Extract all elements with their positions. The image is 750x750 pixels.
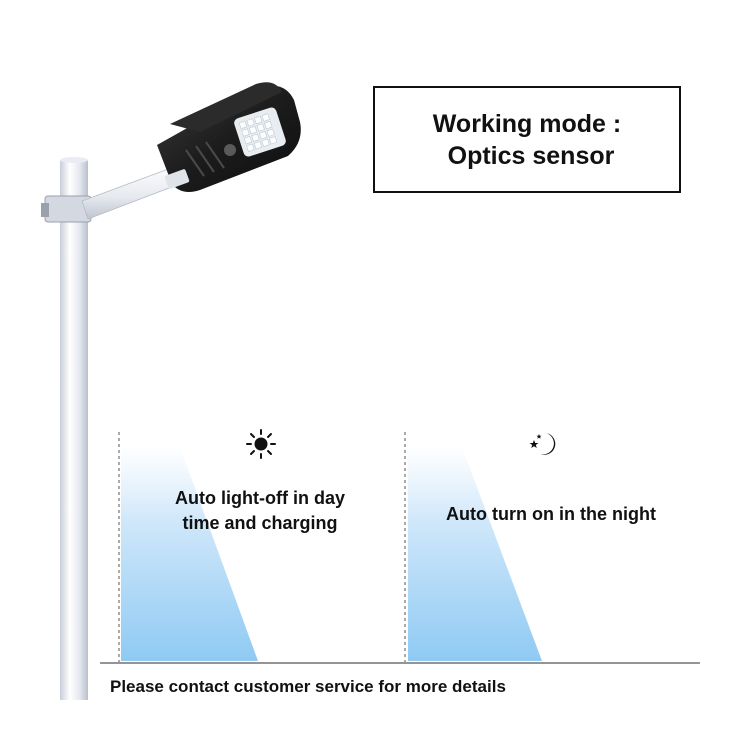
day-caption-line1: Auto light-off in day [175,488,345,508]
solar-street-lamp [157,82,301,192]
light-beams [121,447,542,661]
working-mode-title: Working mode : [432,109,622,138]
day-caption-line2: time and charging [182,513,338,533]
working-mode-box: Working mode : Optics sensor [373,86,681,193]
night-light-beam [408,447,542,661]
day-caption: Auto light-off in day time and charging [150,486,370,536]
pole [41,157,96,700]
working-mode-value: Optics sensor [447,141,615,170]
day-light-beam [121,447,258,661]
contact-footer: Please contact customer service for more… [110,677,506,696]
sun-icon [246,429,276,459]
night-caption: Auto turn on in the night [446,504,656,524]
moon-stars-icon [529,433,556,455]
